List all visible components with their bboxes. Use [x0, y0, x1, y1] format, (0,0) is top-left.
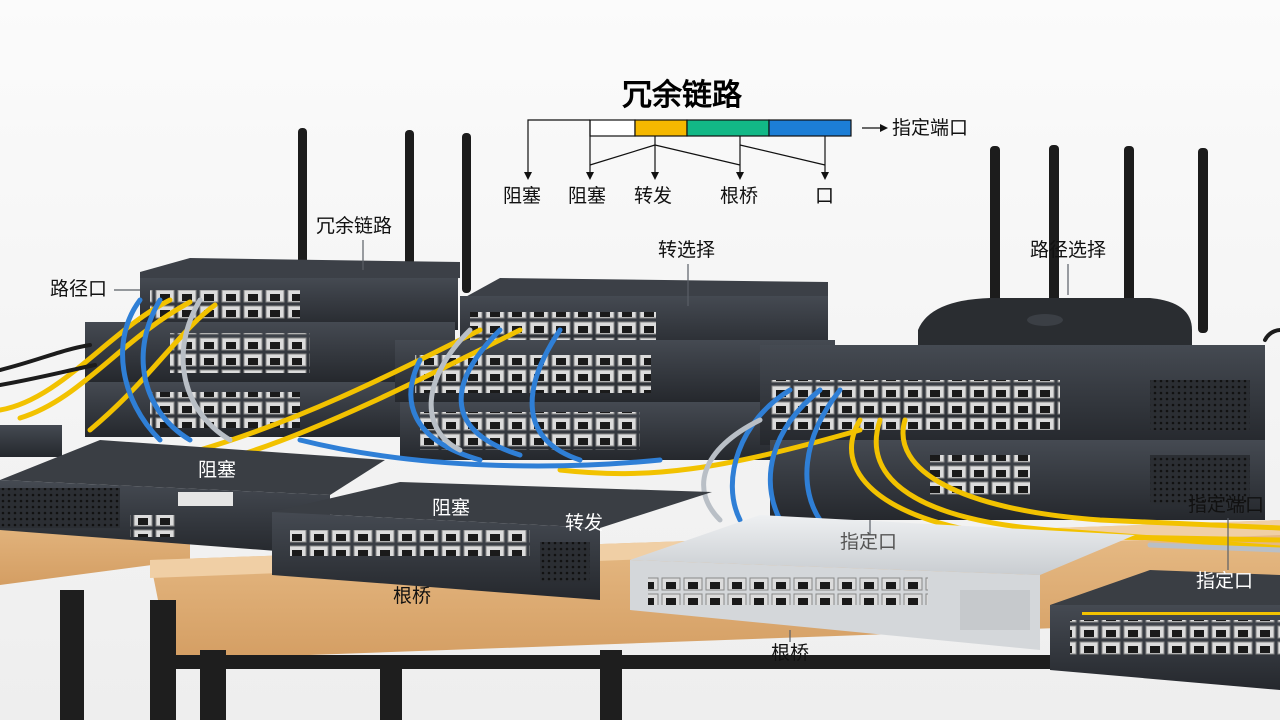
- front-center-switch: [272, 482, 712, 600]
- label-leader-lines: [114, 240, 1229, 642]
- diagram-label-blocked-1: 阻塞: [503, 185, 542, 207]
- label-blocked-left: 阻塞: [198, 459, 237, 481]
- cables: [0, 297, 1280, 553]
- label-path-port: 路径口: [50, 278, 108, 300]
- diagram-label-blocked-2: 阻塞: [568, 185, 607, 207]
- front-right-switch: [1050, 570, 1280, 690]
- label-forward-select: 转选择: [658, 239, 716, 261]
- label-blocked-center: 阻塞: [432, 497, 471, 519]
- label-designated-port-center: 指定口: [840, 531, 898, 553]
- diagram-segment-green: [686, 119, 770, 137]
- diagram-label-forward: 转发: [634, 185, 673, 207]
- antennas: [298, 128, 1208, 333]
- right-arrow-icon: [880, 124, 888, 132]
- redundant-link-diagram: [524, 119, 888, 180]
- label-redundant-link: 冗余链路: [316, 215, 393, 237]
- front-silver-switch: [630, 515, 1135, 650]
- diagram-right-label: 指定端口: [892, 117, 969, 139]
- diagram-connectors: [527, 119, 884, 178]
- label-designated-port-right: 指定端口: [1188, 494, 1265, 516]
- small-switch-left: [0, 425, 62, 457]
- label-path-select: 路径选择: [1030, 239, 1107, 261]
- diagram-segment-yellow: [634, 119, 688, 137]
- front-left-switch: [0, 440, 385, 555]
- diagram-label-port: 口: [815, 185, 835, 207]
- label-root-bridge-left: 根桥: [393, 585, 432, 607]
- label-designated-port-far-right: 指定口: [1196, 570, 1254, 592]
- diagram-title: 冗余链路: [622, 78, 742, 113]
- diagram-segment-blue: [768, 119, 852, 137]
- diagram-label-root-bridge: 根桥: [720, 185, 759, 207]
- diagram-segment-white: [589, 119, 636, 137]
- label-root-bridge-center: 根桥: [771, 642, 810, 664]
- label-forward: 转发: [565, 512, 604, 534]
